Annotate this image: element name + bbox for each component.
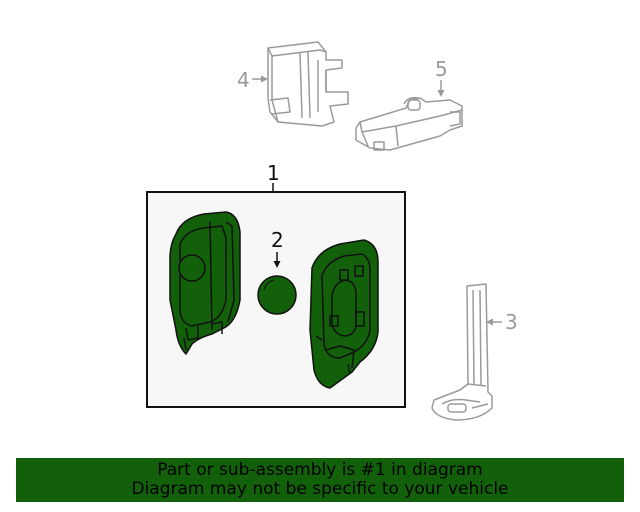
part-2-battery: 2 [257, 228, 297, 315]
banner-line-2: Diagram may not be specific to your vehi… [131, 479, 509, 499]
part-4-bracket [267, 41, 349, 127]
callout-3-label: 3 [505, 310, 518, 334]
part-info-banner: Part or sub-assembly is #1 in diagram Di… [16, 458, 624, 502]
callout-2-label: 2 [271, 228, 284, 252]
key-fob-rear-housing [309, 239, 379, 389]
callout-3: 3 [486, 310, 518, 334]
part-1-assembly: 1 2 [146, 161, 406, 408]
part-5-module [355, 96, 463, 151]
callout-4: 4 [237, 68, 268, 92]
callout-1-label: 1 [267, 161, 280, 185]
callout-5: 5 [435, 57, 448, 97]
parts-diagram: 4 5 1 [146, 41, 518, 421]
banner-line-1: Part or sub-assembly is #1 in diagram [157, 460, 483, 480]
part-3-key-blade [431, 283, 493, 421]
key-fob-front-housing [169, 211, 241, 355]
callout-5-label: 5 [435, 57, 448, 81]
callout-4-label: 4 [237, 68, 250, 92]
